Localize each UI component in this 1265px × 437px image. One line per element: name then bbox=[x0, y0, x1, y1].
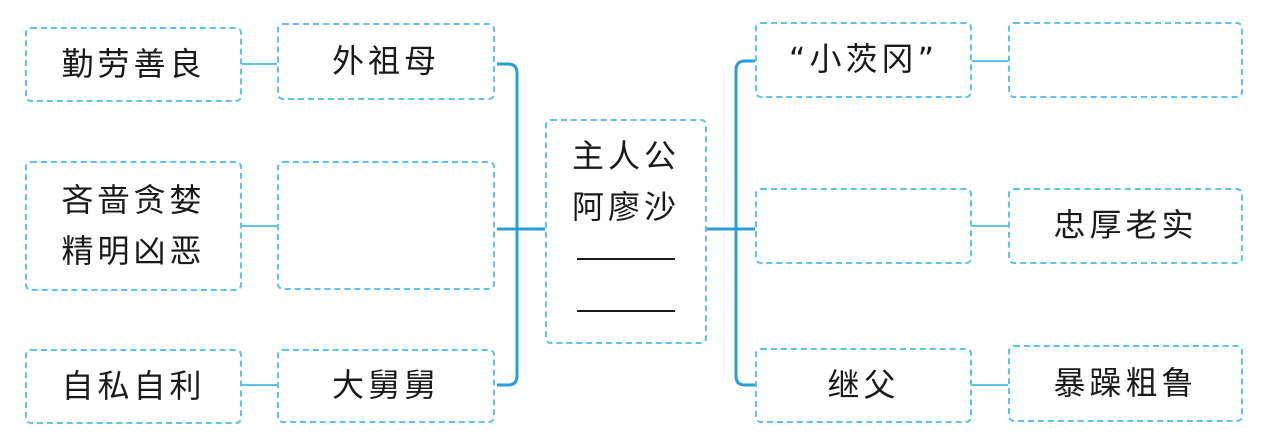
left-trait-text: 吝啬贪婪 bbox=[61, 180, 206, 219]
center-label: 主人公 bbox=[571, 137, 680, 175]
right-bracket bbox=[734, 59, 755, 387]
center-protagonist-box: 主人公 阿廖沙 bbox=[545, 119, 707, 344]
center-blank-1[interactable] bbox=[577, 258, 675, 261]
right-name-box-1: “小茨冈” bbox=[755, 22, 972, 98]
right-name-box-2[interactable] bbox=[755, 188, 972, 264]
center-name: 阿廖沙 bbox=[571, 188, 680, 227]
right-name-text: 继父 bbox=[827, 365, 900, 404]
right-trait-text: 暴躁粗鲁 bbox=[1053, 363, 1198, 402]
left-name-box-3: 大舅舅 bbox=[277, 349, 495, 423]
left-trait-text: 勤劳善良 bbox=[61, 44, 206, 83]
left-trait-text: 精明凶恶 bbox=[61, 232, 206, 270]
right-trait-box-2: 忠厚老实 bbox=[1008, 188, 1243, 264]
left-trait-box-1: 勤劳善良 bbox=[25, 27, 242, 102]
left-name-text: 外祖母 bbox=[331, 41, 440, 80]
right-trait-box-3: 暴躁粗鲁 bbox=[1008, 345, 1243, 422]
center-blank-2[interactable] bbox=[577, 310, 675, 313]
left-trait-box-3: 自私自利 bbox=[25, 349, 242, 424]
left-trait-text: 自私自利 bbox=[61, 366, 206, 405]
right-name-box-3: 继父 bbox=[755, 348, 972, 423]
left-name-text: 大舅舅 bbox=[331, 366, 440, 405]
left-name-box-1: 外祖母 bbox=[277, 23, 495, 100]
left-name-box-2[interactable] bbox=[277, 161, 495, 290]
left-trait-box-2: 吝啬贪婪 精明凶恶 bbox=[25, 161, 242, 291]
right-trait-box-1[interactable] bbox=[1008, 22, 1243, 98]
left-bracket bbox=[497, 62, 519, 387]
right-trait-text: 忠厚老实 bbox=[1053, 206, 1198, 245]
right-name-text: “小茨冈” bbox=[788, 40, 939, 79]
